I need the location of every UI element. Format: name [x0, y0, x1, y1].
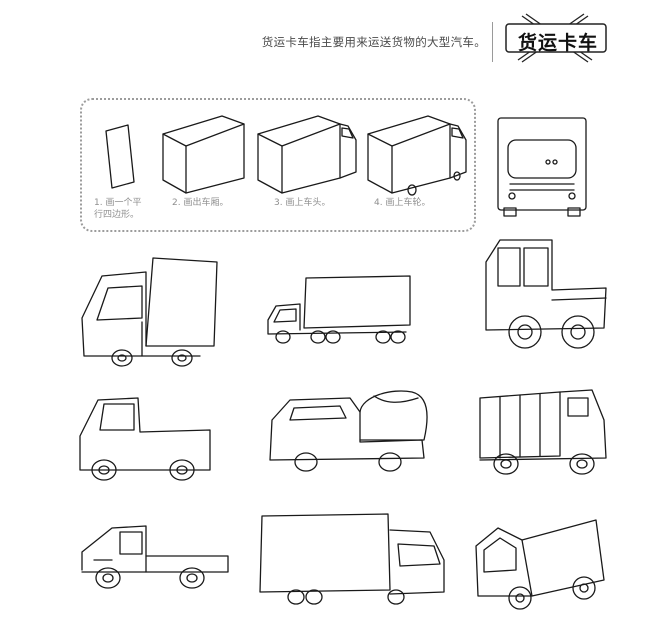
pickup-truck-drawing-2 — [79, 397, 211, 481]
large-box-truck-drawing — [259, 513, 445, 605]
step-1-line-2: 行四边形。 — [94, 210, 140, 220]
step-1-label: 1. 画一个平 行四边形。 — [94, 197, 141, 221]
step-4-label: 4. 画上车轮。 — [374, 198, 431, 208]
steps-panel — [80, 98, 476, 232]
three-quarter-truck-drawing — [475, 519, 605, 610]
step-1-parallelogram-drawing — [105, 124, 135, 189]
step-2-box-drawing — [162, 115, 245, 194]
step-3-box-with-cab-drawing — [257, 115, 357, 194]
crossed-pencils-icon — [505, 13, 607, 63]
step-4-box-with-wheels-drawing — [367, 115, 467, 196]
pickup-truck-drawing-1 — [485, 239, 607, 349]
header-divider — [492, 22, 493, 62]
step-2-label: 2. 画出车厢。 — [172, 198, 229, 208]
description-text: 货运卡车指主要用来运送货物的大型汽车。 — [261, 35, 486, 49]
page-title: 货运卡车 — [517, 32, 598, 54]
step-3-label: 3. 画上车头。 — [274, 198, 331, 208]
box-truck-drawing-1 — [81, 257, 218, 367]
van-truck-drawing — [479, 389, 607, 475]
front-view-truck-drawing — [497, 117, 587, 217]
long-cargo-truck-drawing — [267, 275, 411, 344]
flatbed-truck-drawing — [81, 525, 229, 589]
step-1-line-1: 1. 画一个平 — [94, 198, 142, 208]
title-badge: 货运卡车 — [500, 12, 620, 64]
covered-truck-drawing — [269, 390, 428, 472]
